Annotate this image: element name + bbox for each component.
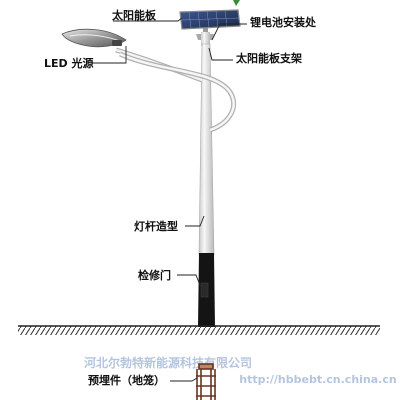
access-door <box>200 282 209 298</box>
logo-arrow-icon <box>233 0 240 6</box>
ground <box>18 325 380 335</box>
label-panel-bracket: 太阳能板支架 <box>235 51 302 65</box>
watermark-company: 河北尔勃特新能源科技有限公司 <box>83 355 252 370</box>
label-lithium-battery: 锂电池安装处 <box>250 15 317 29</box>
label-pole-design: 灯杆造型 <box>134 219 178 233</box>
leader-lines <box>92 17 247 382</box>
label-led-light: LED 光源 <box>44 56 93 70</box>
solar-panel <box>179 0 241 30</box>
label-solar-panel: 太阳能板 <box>111 8 157 22</box>
watermark-url: http://hbbebt.cn.china.cn <box>239 373 396 386</box>
embedded-cage <box>196 363 216 400</box>
label-access-door: 检修门 <box>138 268 171 282</box>
diagram-labels: 太阳能板 锂电池安装处 LED 光源 太阳能板支架 灯杆造型 检修门 预埋件（地… <box>44 8 317 387</box>
label-embedded-part: 预埋件（地笼） <box>88 373 165 387</box>
pole-base-section <box>198 253 215 327</box>
lamp-arm <box>115 47 237 133</box>
led-lamp-head <box>61 28 127 48</box>
